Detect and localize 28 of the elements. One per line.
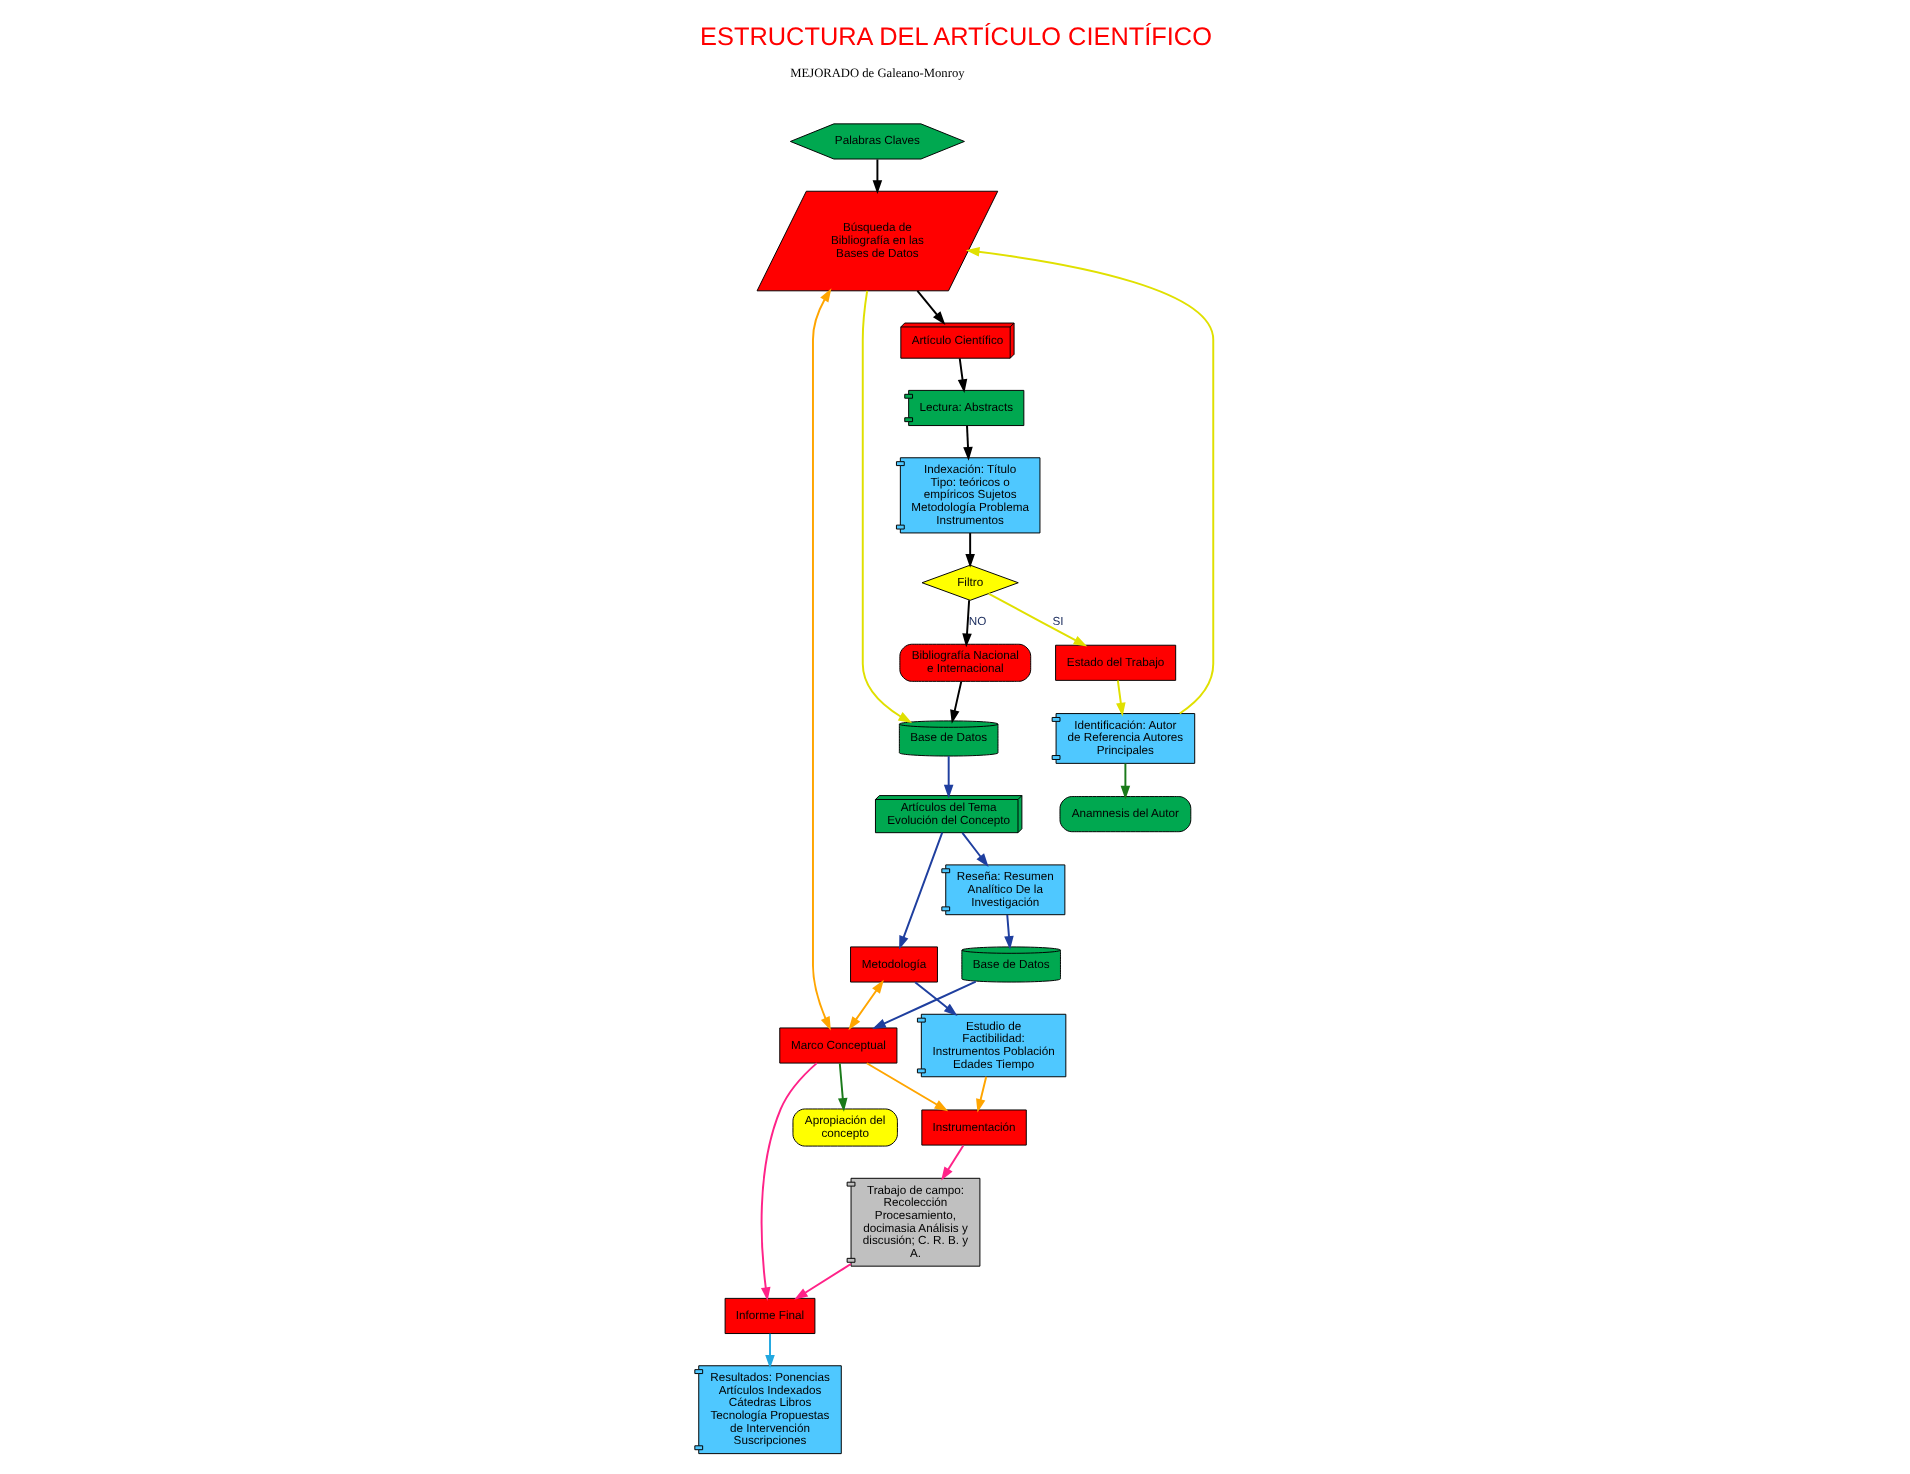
arrow xyxy=(940,1144,964,1181)
arrow xyxy=(1119,762,1130,800)
arrow xyxy=(961,599,971,648)
arrow xyxy=(942,755,953,799)
arrow xyxy=(860,290,912,723)
arrow xyxy=(898,831,943,950)
arrow xyxy=(964,247,1214,715)
arrow xyxy=(915,289,945,325)
arrow xyxy=(949,680,962,724)
arrow xyxy=(871,980,976,1030)
diagram-title: ESTRUCTURA DEL ARTÍCULO CIENTÍFICO xyxy=(699,22,1211,51)
arrow xyxy=(1115,679,1125,717)
arrow xyxy=(975,1075,987,1113)
arrow xyxy=(864,1062,948,1112)
arrow xyxy=(962,424,972,461)
arrow xyxy=(1003,914,1013,950)
arrow xyxy=(811,288,831,1031)
arrow xyxy=(960,831,988,868)
arrow xyxy=(764,1332,774,1369)
arrow xyxy=(837,1062,847,1112)
arrow xyxy=(759,1062,817,1302)
arrow xyxy=(986,592,1087,647)
arrow xyxy=(913,981,957,1016)
arrow xyxy=(793,1263,851,1300)
arrow xyxy=(964,532,974,568)
arrow xyxy=(956,357,967,393)
arrow xyxy=(871,158,882,194)
arrow xyxy=(847,979,883,1031)
